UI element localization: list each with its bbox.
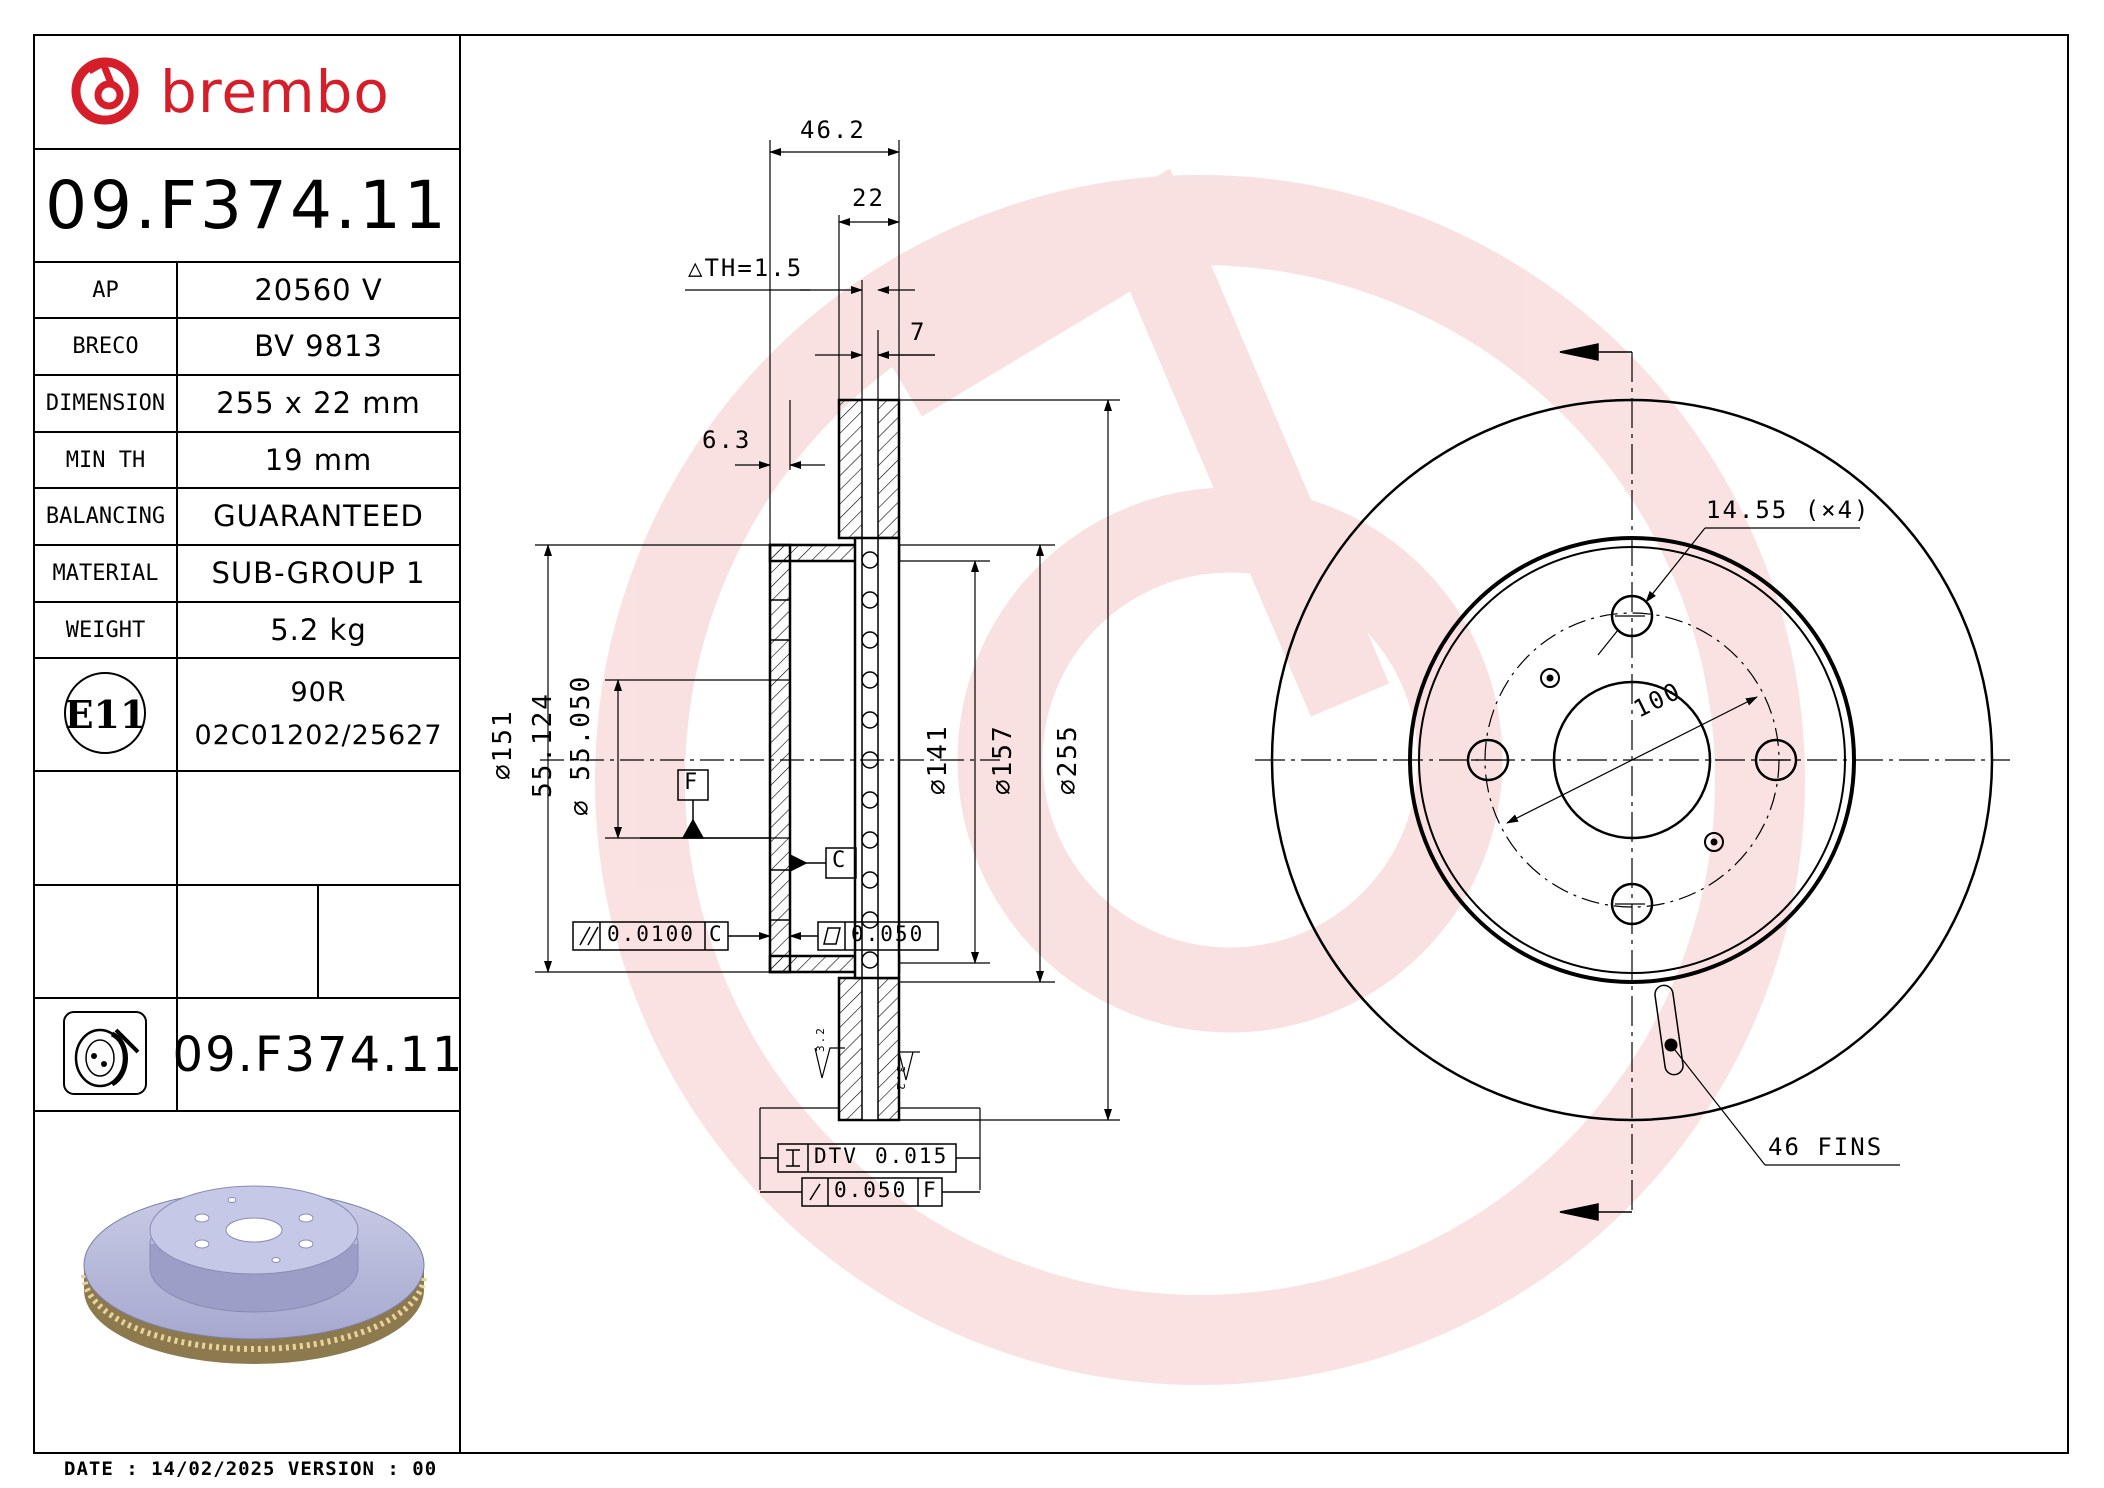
disc-3d-render xyxy=(81,1185,427,1364)
roughness-symbols xyxy=(814,1047,920,1081)
dim-rib: 7 xyxy=(910,318,927,346)
spec-label-weight: WEIGHT xyxy=(65,617,146,643)
spec-value-weight: 5.2 kg xyxy=(270,613,367,647)
flatness-frame xyxy=(789,921,939,951)
spec-value-material: SUB-GROUP 1 xyxy=(211,556,426,590)
dim-hub-diameter: ⌀151 xyxy=(488,709,518,781)
flatness-value: 0.050 xyxy=(851,922,925,946)
spec-value-dimension: 255 x 22 mm xyxy=(216,386,421,420)
dim-thickness-variation: △TH=1.5 xyxy=(688,254,804,282)
regulation-label: 90R xyxy=(290,676,347,708)
parallelism-value: 0.0100 xyxy=(607,922,695,946)
spec-value-ap: 20560 V xyxy=(254,273,383,307)
datum-c-frame xyxy=(789,847,857,879)
spec-label-dimension: DIMENSION xyxy=(45,390,166,416)
dim-bolt-hole: 14.55 (×4) xyxy=(1706,496,1871,524)
cross-section xyxy=(768,398,901,1122)
spec-label-ap: AP xyxy=(92,277,119,303)
icon-part-number: 09.F374.11 xyxy=(172,1026,465,1083)
spec-label-breco: BRECO xyxy=(72,333,139,359)
runout-value: 0.050 xyxy=(834,1178,908,1202)
spec-label-balancing: BALANCING xyxy=(45,503,166,529)
dim-thickness: 22 xyxy=(852,184,885,212)
spec-label-material: MATERIAL xyxy=(52,560,159,586)
part-number: 09.F374.11 xyxy=(45,167,449,244)
parallelism-datum: C xyxy=(709,922,724,946)
approval-number: 02C01202/25627 xyxy=(194,719,443,751)
spec-value-breco: BV 9813 xyxy=(254,329,383,363)
roughness-left: 3.2 xyxy=(814,1026,827,1052)
runout-datum: F xyxy=(923,1178,938,1202)
dim-outer-diameter: ⌀255 xyxy=(1053,724,1083,796)
brand-wordmark: brembo xyxy=(160,58,390,126)
dtv-value: 0.015 xyxy=(875,1144,949,1168)
e-mark-label: E11 xyxy=(64,692,147,737)
dim-hat-wall: 6.3 xyxy=(702,426,752,454)
datum-f-frame xyxy=(640,769,770,839)
spec-label-min-th: MIN TH xyxy=(65,447,146,473)
dtv-label: DTV xyxy=(814,1144,858,1168)
datum-c: C xyxy=(832,848,848,873)
parallelism-frame xyxy=(572,921,771,951)
footer-date-version: DATE : 14/02/2025 VERSION : 00 xyxy=(64,1458,438,1480)
disc-icon xyxy=(63,1011,147,1095)
dim-centre-bore-max: 55.124 xyxy=(528,692,558,798)
spec-value-balancing: GUARANTEED xyxy=(213,499,424,533)
dtv-frame xyxy=(760,1143,980,1173)
e-mark-circle xyxy=(64,672,146,754)
dim-centre-bore-min: ⌀ 55.050 xyxy=(566,674,596,816)
roughness-right: 3.2 xyxy=(894,1066,907,1092)
section-arrows xyxy=(1559,343,1632,1221)
dim-fins: 46 FINS xyxy=(1768,1133,1884,1161)
runout-frame xyxy=(760,1177,980,1207)
dim-overall-width: 46.2 xyxy=(800,116,866,144)
title-block-grid xyxy=(34,148,460,1112)
spec-value-min-th: 19 mm xyxy=(264,443,373,477)
dim-inner-diameter: ⌀141 xyxy=(923,724,953,796)
datum-f: F xyxy=(684,770,700,795)
dim-hat-diameter: ⌀157 xyxy=(988,724,1018,796)
brembo-logo-icon xyxy=(71,57,139,125)
